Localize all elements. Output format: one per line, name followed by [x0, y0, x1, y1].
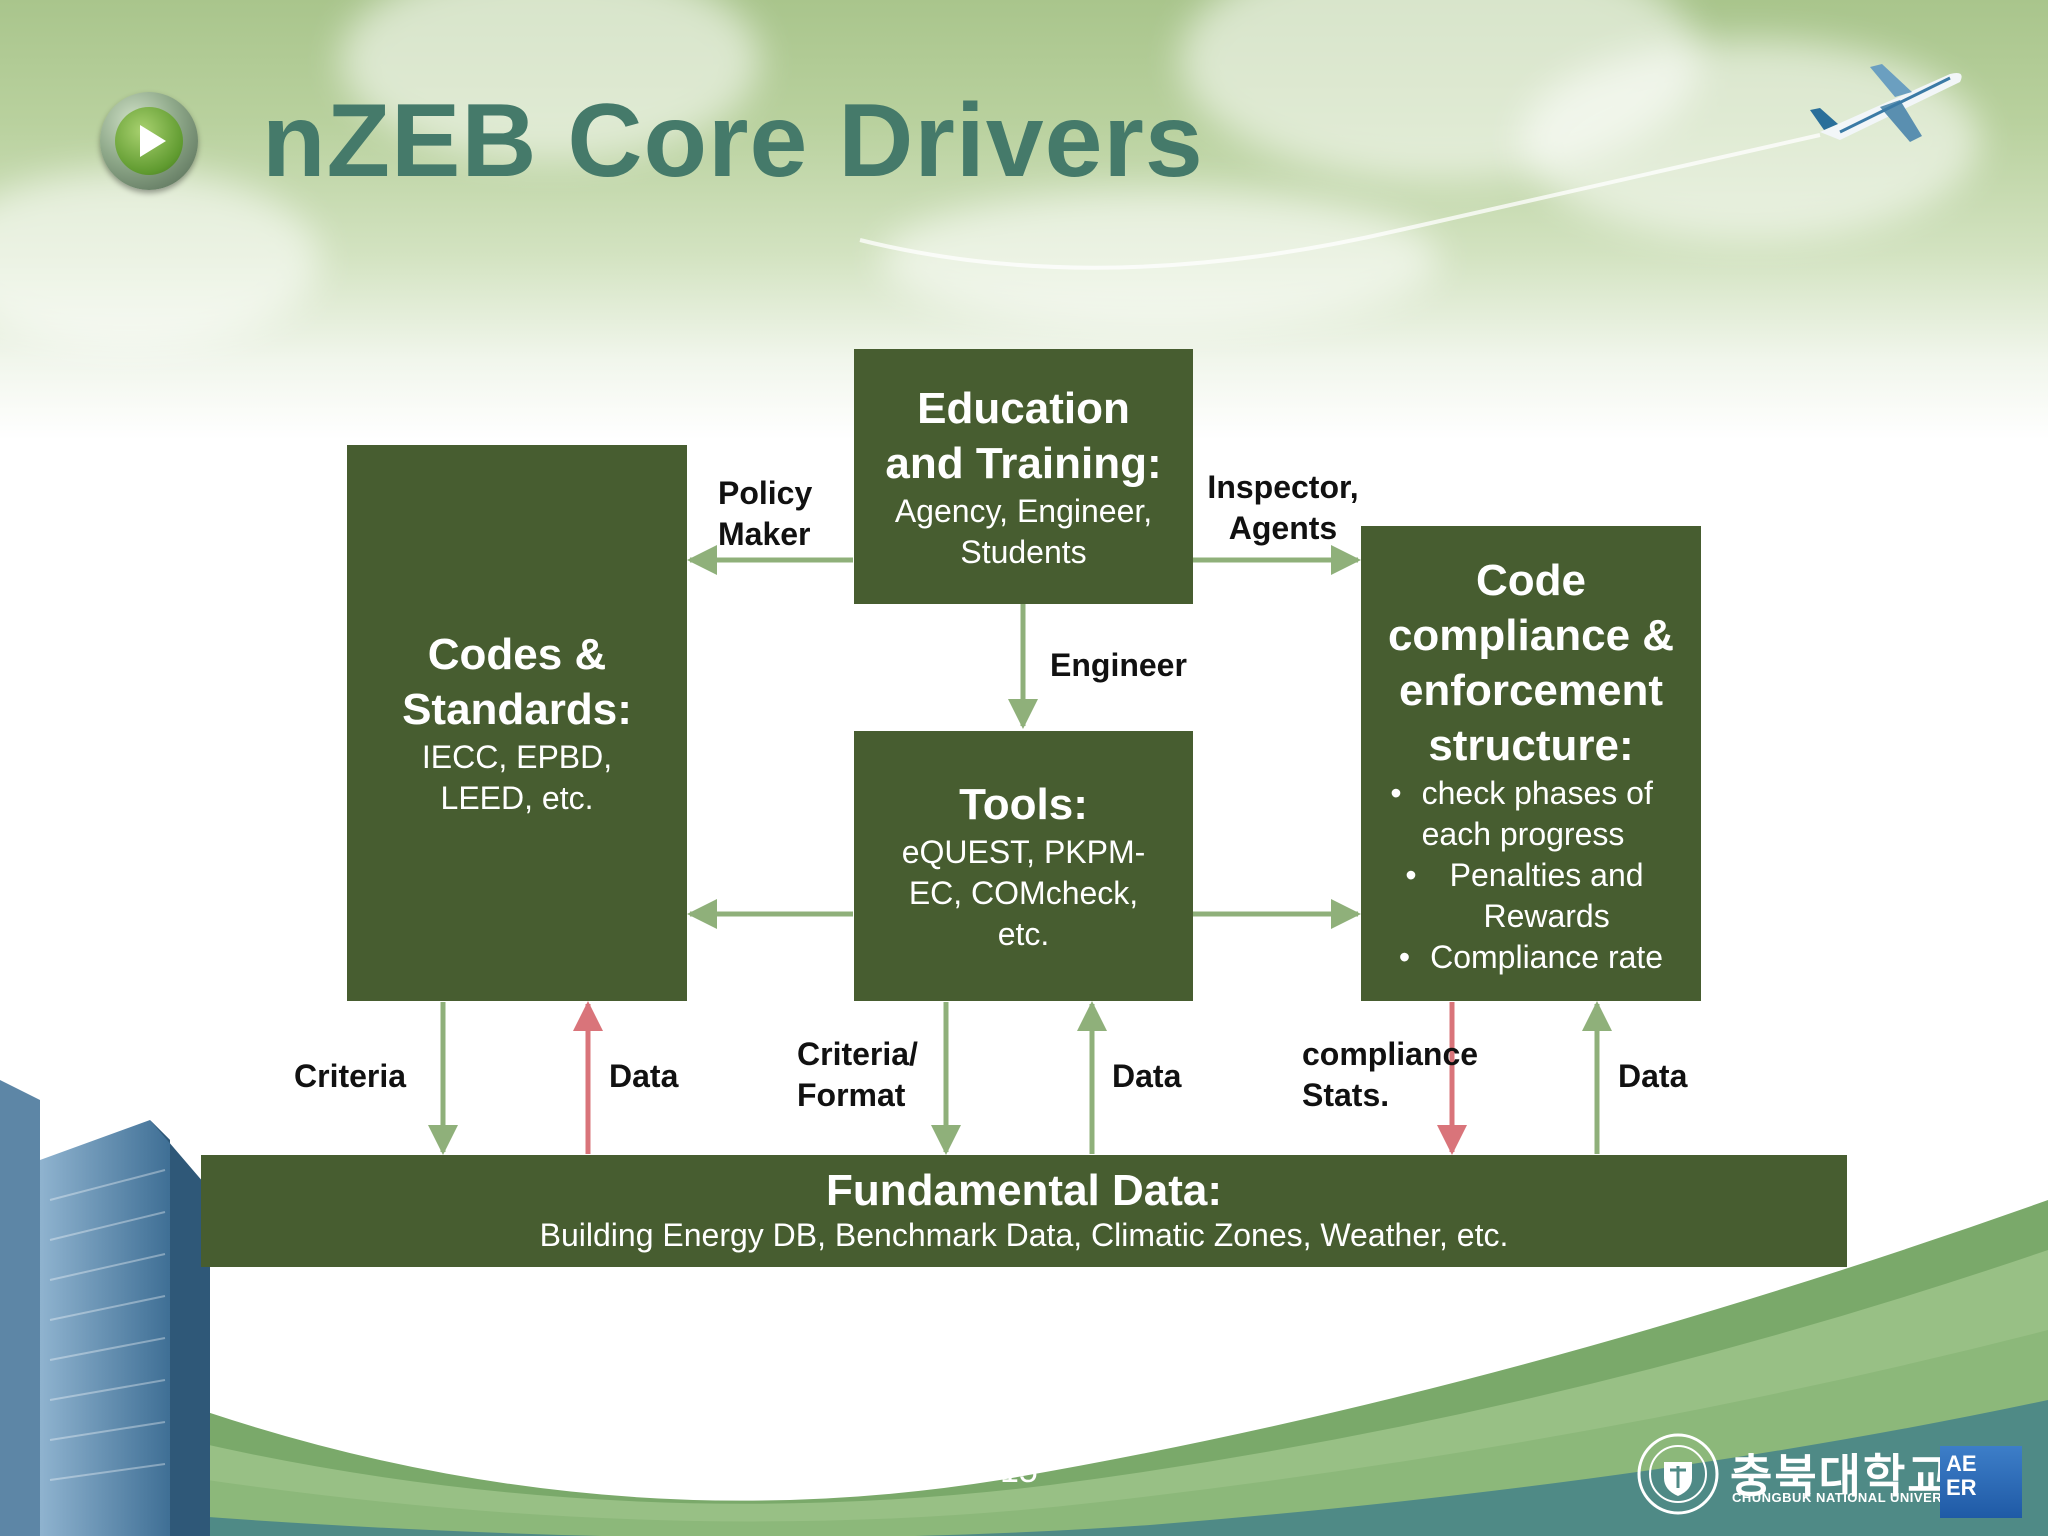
box-fundamental-data: Fundamental Data: Building Energy DB, Be…: [201, 1155, 1847, 1267]
label-data: Data: [1618, 1058, 1688, 1094]
box-codes-title: Codes & Standards:: [402, 630, 632, 734]
box-codes-body: IECC, EPBD, LEED, etc.: [421, 739, 613, 816]
label-policy-maker: Policy Maker: [718, 475, 813, 552]
box-tools-title: Tools:: [959, 780, 1088, 829]
list-item: •check phases of each progress: [1390, 775, 1653, 852]
lab-logo: AE ER: [1940, 1446, 2022, 1518]
box-codes-standards: Codes & Standards: IECC, EPBD, LEED, etc…: [347, 445, 687, 1001]
label-data: Data: [609, 1058, 679, 1094]
box-tools-body: eQUEST, PKPM-EC, COMcheck, etc.: [901, 834, 1146, 952]
building-icon: [0, 1080, 210, 1536]
university-seal-icon: [1637, 1433, 1719, 1515]
box-education-training: Education and Training: Agency, Engineer…: [854, 349, 1193, 604]
box-education-title: Education and Training:: [885, 383, 1162, 488]
play-button-icon: [100, 92, 198, 190]
list-item: •Compliance rate: [1398, 939, 1664, 975]
box-tools: Tools: eQUEST, PKPM-EC, COMcheck, etc.: [854, 731, 1193, 1001]
cloud: [0, 170, 320, 350]
university-name-english: CHUNGBUK NATIONAL UNIVERSITY: [1732, 1490, 1974, 1505]
box-education-body: Agency, Engineer, Students: [894, 492, 1153, 570]
bottom-wave: [0, 1200, 2048, 1536]
list-item: •Penalties and Rewards: [1405, 857, 1644, 934]
cloud: [340, 0, 760, 160]
box-compliance-title: Code compliance & enforcement structure:: [1387, 556, 1675, 770]
cloud: [1520, 40, 1980, 240]
airplane-contrail: [859, 133, 1821, 270]
label-data: Data: [1112, 1058, 1182, 1094]
page-number: 15: [1000, 1452, 1038, 1490]
label-criteria-format: Criteria/ Format: [797, 1036, 918, 1113]
university-name-korean: 충북대학교: [1730, 1450, 1952, 1502]
airplane-icon: [1810, 64, 1962, 142]
label-inspector-agents: Inspector, Agents: [1207, 469, 1359, 546]
slide-title: nZEB Core Drivers: [262, 83, 1204, 199]
label-criteria: Criteria: [294, 1058, 407, 1094]
label-engineer: Engineer: [1050, 647, 1187, 683]
compliance-bullet-list: •check phases of each progress •Penaltie…: [1390, 773, 1671, 978]
label-compliance-stats: compliance Stats.: [1302, 1036, 1479, 1113]
box-code-compliance: Code compliance & enforcement structure:…: [1361, 526, 1701, 1001]
box-fundamental-body: Building Energy DB, Benchmark Data, Clim…: [539, 1217, 1509, 1253]
box-fundamental-title: Fundamental Data:: [825, 1166, 1223, 1215]
